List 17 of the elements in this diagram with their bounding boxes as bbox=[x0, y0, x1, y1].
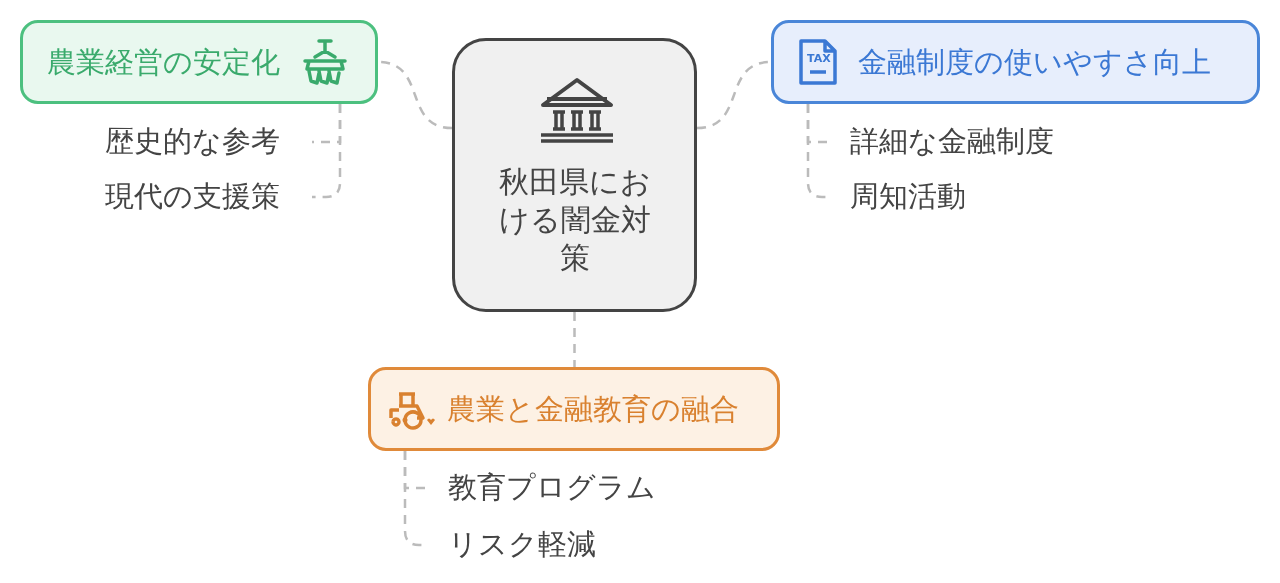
icon-label: TAX bbox=[807, 53, 831, 65]
subtopic-text: 教育プログラム bbox=[428, 468, 678, 508]
central-topic-box bbox=[452, 38, 697, 312]
subtopic-text: 周知活動 bbox=[830, 177, 1000, 217]
subtopic-text: リスク軽減 bbox=[428, 525, 628, 565]
topic-title: 農業と金融教育の融合 bbox=[447, 391, 739, 428]
topic-title: 農業経営の安定化 bbox=[47, 44, 280, 81]
subtopic-text: 歴史的な参考 bbox=[95, 122, 312, 162]
subtopic-text: 現代の支援策 bbox=[95, 177, 312, 217]
connector-line bbox=[573, 312, 576, 367]
topic-box bbox=[368, 367, 780, 451]
topic-box bbox=[20, 20, 378, 104]
connector-line bbox=[312, 104, 342, 199]
subtopic-text: 詳細な金融制度 bbox=[830, 122, 1080, 162]
topic-title: 金融制度の使いやすさ向上 bbox=[858, 44, 1211, 81]
topic-box bbox=[771, 20, 1260, 104]
central-title: 秋田県における闇金対策 bbox=[497, 163, 652, 277]
